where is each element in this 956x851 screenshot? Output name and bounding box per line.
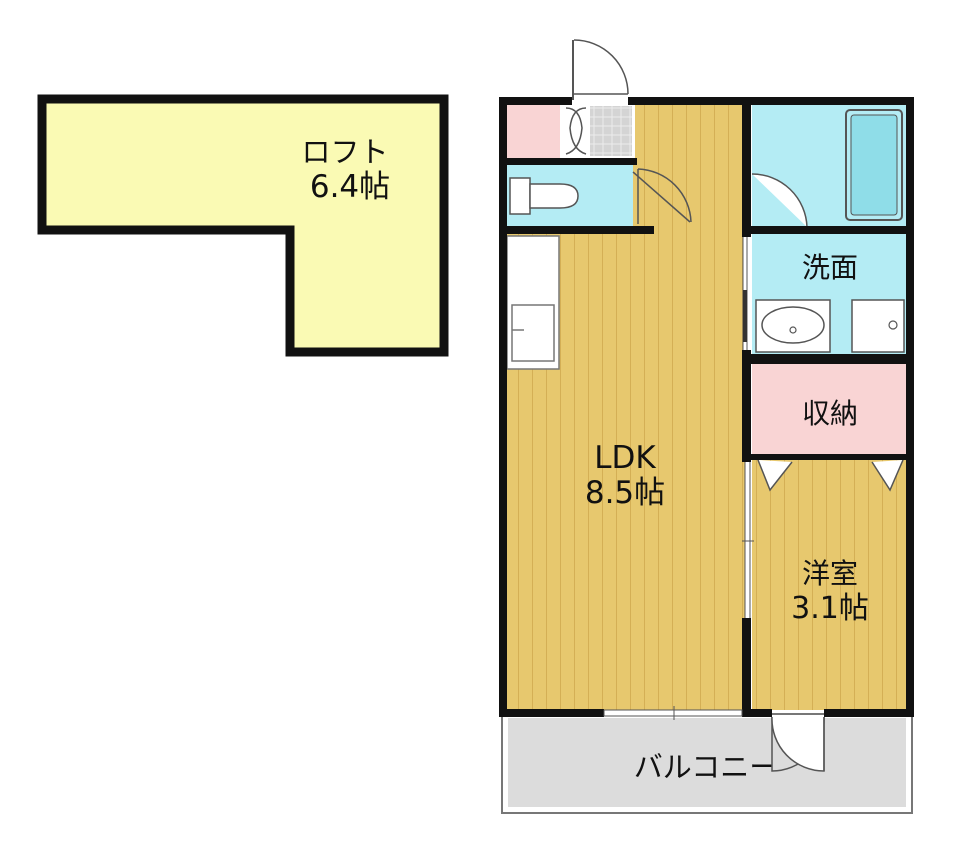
- loft-name-label: ロフト: [301, 135, 388, 169]
- washroom-label: 洗面: [802, 251, 858, 284]
- balcony-window: [603, 706, 743, 720]
- walls: [499, 97, 914, 717]
- storage-label: 収納: [802, 397, 858, 430]
- entrance-door: [572, 39, 629, 100]
- sliding-door-washroom: [742, 235, 748, 352]
- western-room-name-label: 洋室: [802, 557, 858, 590]
- western-room-floor: [752, 460, 908, 710]
- entrance-tile-floor: [590, 106, 632, 156]
- closet-folding-doors: [757, 459, 904, 492]
- balcony-door: [771, 716, 825, 772]
- kitchen-counter: [506, 235, 560, 370]
- entrance-shoe-rack: [565, 107, 583, 155]
- western-room-size-label: 3.1帖: [791, 591, 869, 626]
- loft-size-label: 6.4帖: [310, 169, 390, 205]
- storage-closet: [752, 364, 908, 455]
- ldk-name-label: LDK: [594, 440, 656, 476]
- entrance-shoe-storage: [505, 104, 560, 158]
- kitchen-sink-icon: [511, 304, 555, 362]
- washing-machine-icon: [851, 299, 905, 353]
- toilet-icon: [509, 177, 579, 215]
- loft-room: [37, 94, 449, 357]
- ldk-size-label: 8.5帖: [585, 475, 665, 511]
- balcony-label: バルコニー: [634, 750, 778, 784]
- toilet-door: [632, 168, 692, 224]
- balcony-area: [501, 713, 913, 814]
- washbasin-icon: [755, 299, 831, 353]
